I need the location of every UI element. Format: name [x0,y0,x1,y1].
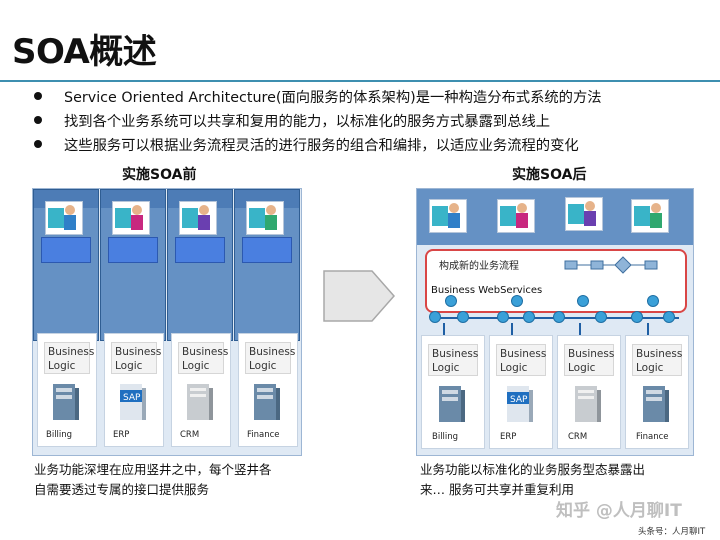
business-logic-label: Business Logic [178,342,228,374]
user-icon [179,201,217,235]
bullet-text: 这些服务可以根据业务流程灵活的进行服务的组合和编排，以适应业务流程的变化 [64,137,579,154]
user-icon [45,201,83,235]
service-node-icon [647,295,659,307]
bullet-text: 找到各个业务系统可以共享和复用的能力，以标准化的服务方式暴露到总线上 [64,113,551,130]
bullet-dot-icon [34,140,42,148]
server-icon [575,386,601,422]
system-card: Business Logic SAP ERP [489,335,553,449]
business-logic-label: Business Logic [245,342,295,374]
user-icon [112,201,150,235]
after-soa-panel: 构成新的业务流程 Business WebServices Business L… [416,188,694,456]
server-icon [53,384,79,420]
service-node-icon [553,311,565,323]
service-node-icon [429,311,441,323]
business-logic-label: Business Logic [44,342,94,374]
system-card: Business Logic Finance [238,333,298,447]
business-logic-label: Business Logic [111,342,161,374]
user-icon [429,199,467,233]
webservices-label: Business WebServices [431,285,543,296]
system-name: Billing [46,430,73,440]
bus-link [511,323,513,335]
silo-column [100,189,166,341]
caption-line: 业务功能以标准化的业务服务型态暴露出 [420,462,646,477]
server-icon [439,386,465,422]
title-divider [0,80,720,82]
system-card: Business Logic Billing [421,335,485,449]
svg-text:SAP: SAP [510,395,528,405]
business-logic-label: Business Logic [564,344,614,376]
bus-link [647,323,649,335]
business-logic-label: Business Logic [632,344,682,376]
system-name: Finance [247,430,280,440]
system-card: Business Logic SAP ERP [104,333,164,447]
before-soa-panel: Business Logic Billing Business Logic SA… [32,188,302,456]
caption-line: 来… 服务可共享并重复利用 [420,482,574,497]
bullet-list: Service Oriented Architecture(面向服务的体系架构)… [34,84,714,156]
server-icon [643,386,669,422]
bullet-item: 找到各个业务系统可以共享和复用的能力，以标准化的服务方式暴露到总线上 [34,108,714,132]
bus-link [443,323,445,335]
business-logic-label: Business Logic [496,344,546,376]
caption-line: 业务功能深埋在应用竖井之中，每个竖井各 [34,462,272,477]
before-heading: 实施SOA前 [122,167,197,183]
interface-box [175,237,225,263]
bullet-dot-icon [34,92,42,100]
system-card: Business Logic Finance [625,335,689,449]
system-name: CRM [568,432,588,442]
caption-line: 自需要透过专属的接口提供服务 [34,482,210,497]
slide-title: SOA概述 [12,32,157,72]
after-heading: 实施SOA后 [512,167,587,183]
before-caption: 业务功能深埋在应用竖井之中，每个竖井各 自需要透过专属的接口提供服务 [34,460,272,500]
process-label: 构成新的业务流程 [439,261,519,272]
interface-box [242,237,292,263]
user-icon [497,199,535,233]
service-node-icon [523,311,535,323]
bullet-item: 这些服务可以根据业务流程灵活的进行服务的组合和编排，以适应业务流程的变化 [34,132,714,156]
service-node-icon [595,311,607,323]
user-icon [565,197,603,231]
service-node-icon [631,311,643,323]
sap-server-icon: SAP [120,384,146,420]
service-node-icon [663,311,675,323]
system-name: ERP [113,430,130,440]
interface-box [41,237,91,263]
server-icon [187,384,213,420]
business-logic-label: Business Logic [428,344,478,376]
bus-link [579,323,581,335]
bullet-dot-icon [34,116,42,124]
bullet-text: Service Oriented Architecture(面向服务的体系架构)… [64,89,602,106]
system-name: Finance [636,432,669,442]
transition-arrow-icon [323,270,395,322]
user-icon [631,199,669,233]
system-card: Business Logic CRM [557,335,621,449]
system-card: Business Logic Billing [37,333,97,447]
sap-server-icon: SAP [507,386,533,422]
interface-box [108,237,158,263]
footer-credit: 头条号：人月聊IT [638,527,706,537]
server-icon [254,384,280,420]
system-name: Billing [432,432,459,442]
system-name: CRM [180,430,200,440]
bullet-item: Service Oriented Architecture(面向服务的体系架构)… [34,84,714,108]
watermark: 知乎 @人月聊IT [556,501,682,521]
after-caption: 业务功能以标准化的业务服务型态暴露出 来… 服务可共享并重复利用 [420,460,645,500]
service-node-icon [577,295,589,307]
service-node-icon [457,311,469,323]
service-node-icon [497,311,509,323]
process-flow-icon [564,256,658,274]
system-name: ERP [500,432,517,442]
service-node-icon [445,295,457,307]
service-node-icon [511,295,523,307]
system-card: Business Logic CRM [171,333,231,447]
user-icon [246,201,284,235]
svg-text:SAP: SAP [123,393,141,403]
